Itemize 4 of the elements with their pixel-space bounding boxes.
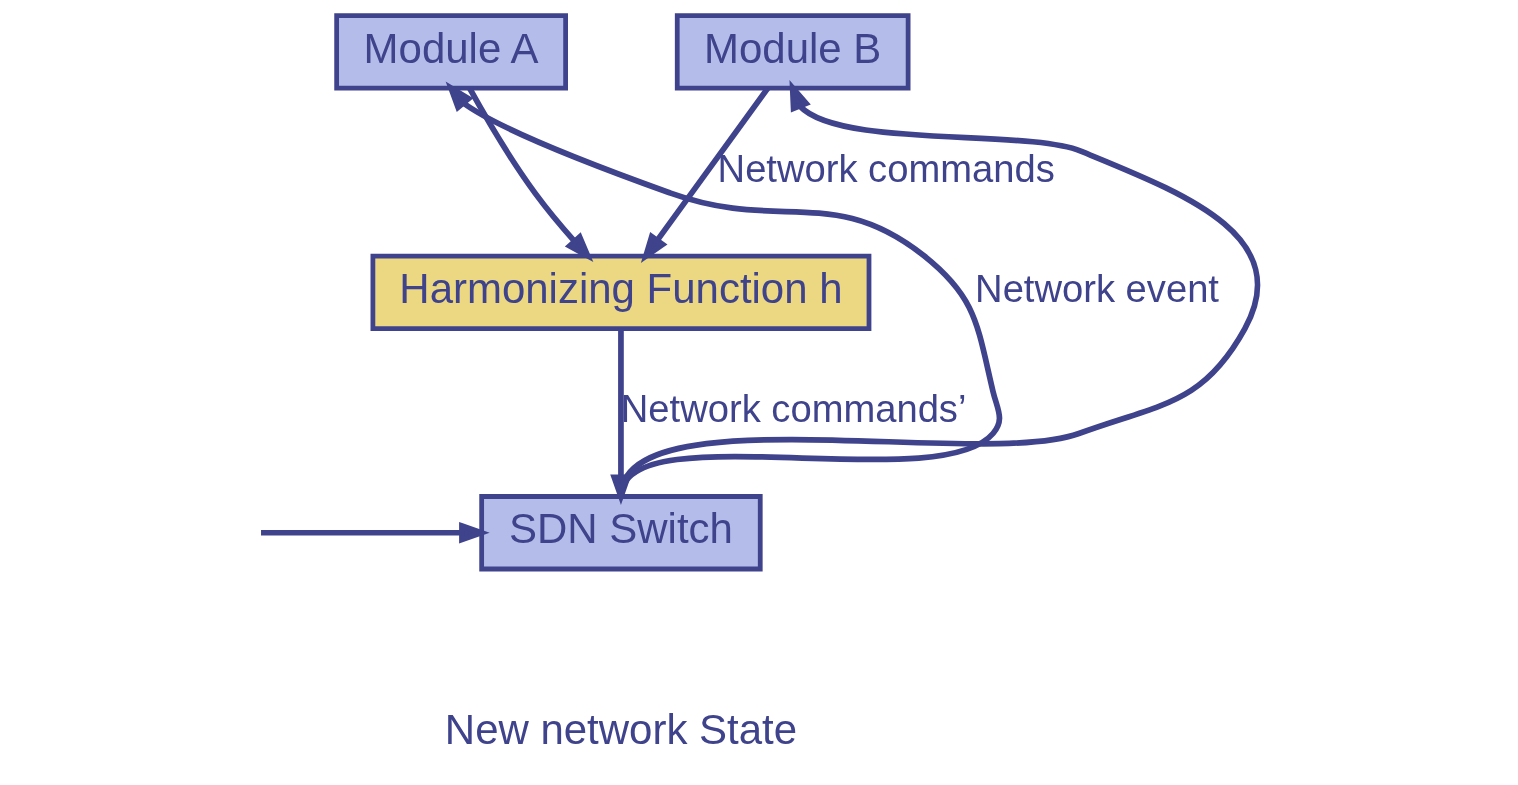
- edge-label: Network event: [975, 266, 1219, 310]
- edge-label: Network commands’: [620, 387, 967, 431]
- edge-label: Network commands: [717, 146, 1055, 190]
- label: New network State: [444, 705, 798, 753]
